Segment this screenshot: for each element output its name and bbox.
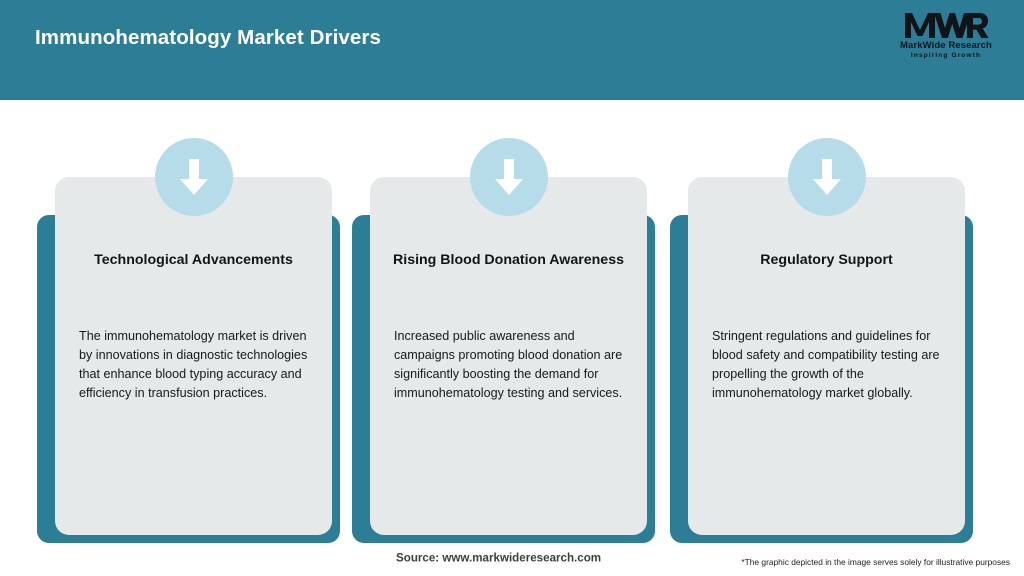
page-title: Immunohematology Market Drivers	[35, 26, 381, 49]
card-title: Technological Advancements	[94, 252, 293, 268]
card-badge	[787, 138, 866, 216]
card-title: Regulatory Support	[760, 252, 893, 268]
card-body-text: Stringent regulations and guidelines for…	[712, 329, 940, 401]
down-arrow-icon	[179, 159, 208, 195]
card-title: Rising Blood Donation Awareness	[393, 252, 624, 268]
logo-company-name: MarkWide Research	[900, 40, 992, 51]
card-surface: Rising Blood Donation Awareness Increase…	[370, 138, 647, 535]
down-arrow-icon	[494, 159, 523, 195]
card-badge	[469, 138, 548, 216]
driver-card: Technological Advancements The immunohem…	[37, 138, 340, 543]
disclaimer-label: *The graphic depicted in the image serve…	[741, 557, 1010, 567]
brand-logo: MarkWide Research Inspiring Growth	[886, 10, 1006, 66]
driver-card: Regulatory Support Stringent regulations…	[670, 138, 973, 543]
header-bar: Immunohematology Market Drivers MarkWide…	[0, 0, 1024, 100]
card-body-text: The immunohematology market is driven by…	[79, 329, 308, 401]
down-arrow-icon	[812, 159, 841, 195]
card-body-text: Increased public awareness and campaigns…	[394, 329, 623, 401]
driver-card: Rising Blood Donation Awareness Increase…	[352, 138, 655, 543]
mwr-monogram-icon	[905, 13, 989, 38]
logo-tagline: Inspiring Growth	[910, 51, 982, 59]
card-surface: Regulatory Support Stringent regulations…	[688, 138, 965, 535]
source-label: Source: www.markwideresearch.com	[396, 551, 602, 565]
card-badge	[154, 138, 233, 216]
card-surface: Technological Advancements The immunohem…	[55, 138, 332, 535]
